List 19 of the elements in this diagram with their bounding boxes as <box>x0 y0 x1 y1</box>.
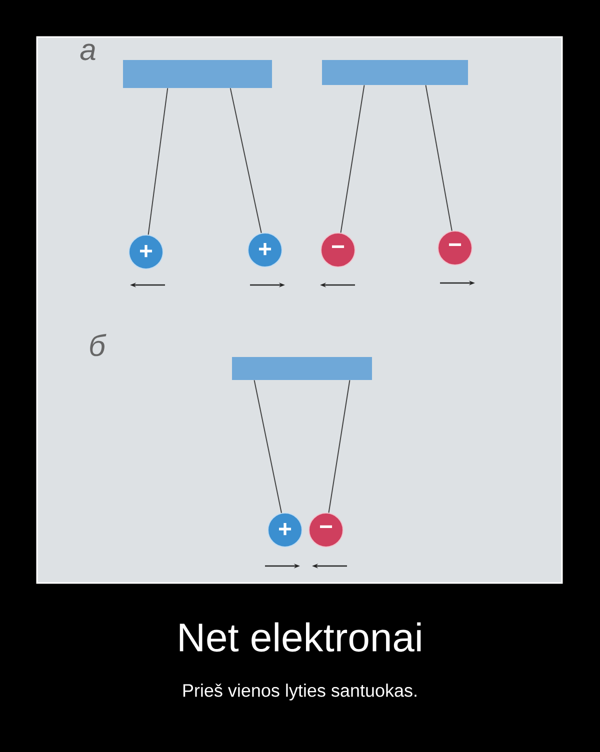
thread <box>230 88 262 234</box>
thread <box>254 380 282 514</box>
thread <box>148 88 168 236</box>
panel-letter: б <box>90 334 106 356</box>
support-bar <box>322 60 468 85</box>
thread <box>340 84 365 234</box>
charged-ball: − <box>438 230 472 266</box>
charged-ball: + <box>248 232 282 268</box>
support-bar <box>123 60 272 88</box>
charged-ball: + <box>128 234 164 270</box>
panel-letter: a <box>80 44 96 60</box>
thread <box>328 380 350 514</box>
charged-ball: + <box>268 512 302 548</box>
title: Net elektronai <box>180 622 421 652</box>
thread <box>425 84 452 232</box>
charged-ball: − <box>320 232 356 268</box>
support-bar <box>232 357 372 380</box>
caption: Prieš vienos lyties santuokas. <box>183 684 416 700</box>
charged-ball: − <box>308 512 344 548</box>
